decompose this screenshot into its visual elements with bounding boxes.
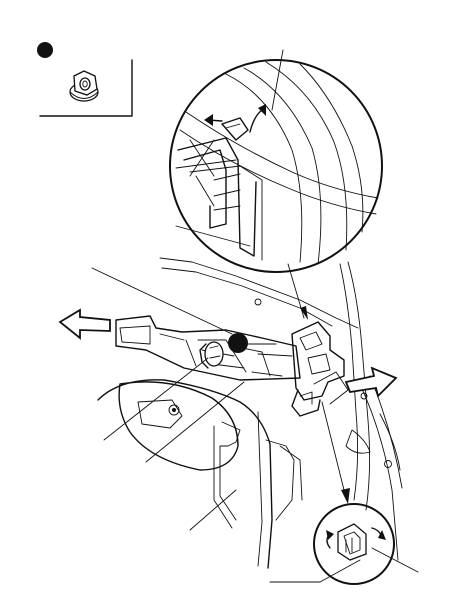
inset-frame <box>39 59 133 117</box>
detach-arrow <box>204 114 223 126</box>
upper-detail-circle <box>169 59 383 273</box>
latch-pad <box>118 381 239 471</box>
lower-zoom-line <box>321 401 347 499</box>
leader-cylinder <box>103 357 209 441</box>
handle-bracket-assembly <box>115 315 349 417</box>
inset-marker-dot <box>37 42 53 58</box>
leader-lower-frame <box>269 559 361 583</box>
pull-left-arrow <box>58 308 111 340</box>
leader-lines <box>91 225 419 583</box>
leader-lower-circle <box>371 547 419 573</box>
upper-callout-leader <box>271 49 284 111</box>
leader-bracket-rod <box>145 381 245 463</box>
lock-cable <box>97 379 303 569</box>
pull-right-arrow <box>344 366 398 398</box>
leader-bracket-bolt <box>91 267 233 335</box>
flange-nut-icon <box>69 70 99 102</box>
clip-connector-icon <box>337 523 367 561</box>
nut-inset <box>37 42 133 117</box>
lower-detail-circle <box>313 503 395 585</box>
bolt-callout-marker <box>228 333 248 353</box>
leader-cable <box>189 489 237 531</box>
leader-upper-circle <box>175 225 251 247</box>
rotate-arrow <box>249 104 266 133</box>
door-panel <box>159 257 403 561</box>
lower-zoom-arrow <box>341 488 350 504</box>
